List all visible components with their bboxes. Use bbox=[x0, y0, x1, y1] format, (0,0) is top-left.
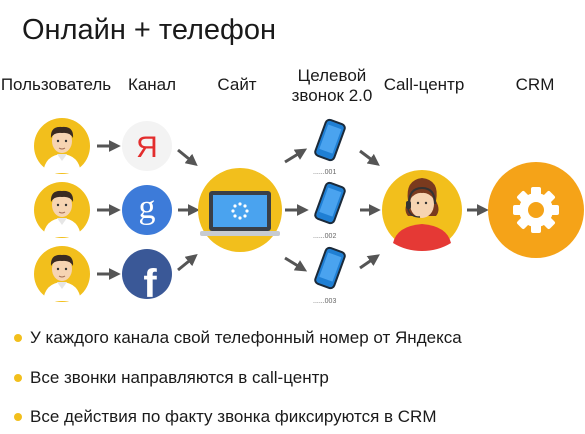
column-label-call-center: Call-центр bbox=[383, 75, 465, 94]
google-glyph: g bbox=[139, 189, 156, 226]
bullet-item-3: Все действия по факту звонка фиксируются… bbox=[14, 407, 437, 427]
arrow-site-phone-1 bbox=[284, 148, 308, 164]
bullet-dot-icon bbox=[14, 374, 22, 382]
bullet-text-3: Все действия по факту звонка фиксируются… bbox=[30, 407, 437, 426]
bullet-text-2: Все звонки направляются в call-центр bbox=[30, 368, 329, 387]
bullet-dot-icon bbox=[14, 413, 22, 421]
arrow-channel-site-1 bbox=[177, 148, 198, 167]
phone-icon-3 bbox=[313, 245, 347, 291]
bullet-dot-icon bbox=[14, 334, 22, 342]
facebook-icon: f bbox=[122, 249, 172, 306]
crm-gear-icon bbox=[488, 162, 584, 258]
call-center-operator-icon bbox=[382, 170, 462, 251]
bullet-text-1: У каждого канала свой телефонный номер о… bbox=[30, 328, 462, 347]
bullet-item-2: Все звонки направляются в call-центр bbox=[14, 368, 329, 388]
user-avatar-2 bbox=[33, 181, 91, 239]
column-label-user: Пользователь bbox=[0, 75, 112, 94]
phone-icon-2 bbox=[313, 180, 347, 226]
arrow-phone-callcenter-3 bbox=[359, 254, 380, 270]
column-label-target-call-line1: Целевой bbox=[297, 66, 367, 85]
arrow-phone-callcenter-1 bbox=[359, 149, 380, 166]
phone-icon-1 bbox=[313, 117, 347, 163]
facebook-glyph: f bbox=[143, 262, 157, 306]
phone-number-3: ......003 bbox=[313, 298, 336, 305]
arrow-site-phone-3 bbox=[284, 256, 308, 272]
phone-number-2: ......002 bbox=[313, 233, 336, 240]
google-icon: g bbox=[122, 185, 172, 235]
page-title: Онлайн + телефон bbox=[22, 14, 277, 46]
yandex-icon: Я bbox=[122, 121, 172, 171]
column-label-site: Сайт bbox=[217, 75, 257, 94]
phone-number-1: ......001 bbox=[313, 169, 336, 176]
column-label-crm: CRM bbox=[515, 75, 555, 94]
yandex-glyph: Я bbox=[136, 131, 158, 164]
laptop-icon bbox=[198, 168, 282, 252]
user-avatar-1 bbox=[33, 117, 91, 175]
column-label-target-call-line2: звонок 2.0 bbox=[291, 86, 373, 105]
loading-spinner-icon bbox=[231, 202, 249, 220]
user-avatar-3 bbox=[33, 245, 91, 303]
column-label-channel: Канал bbox=[127, 75, 177, 94]
arrow-channel-site-3 bbox=[177, 253, 198, 272]
bullet-item-1: У каждого канала свой телефонный номер о… bbox=[14, 328, 462, 348]
